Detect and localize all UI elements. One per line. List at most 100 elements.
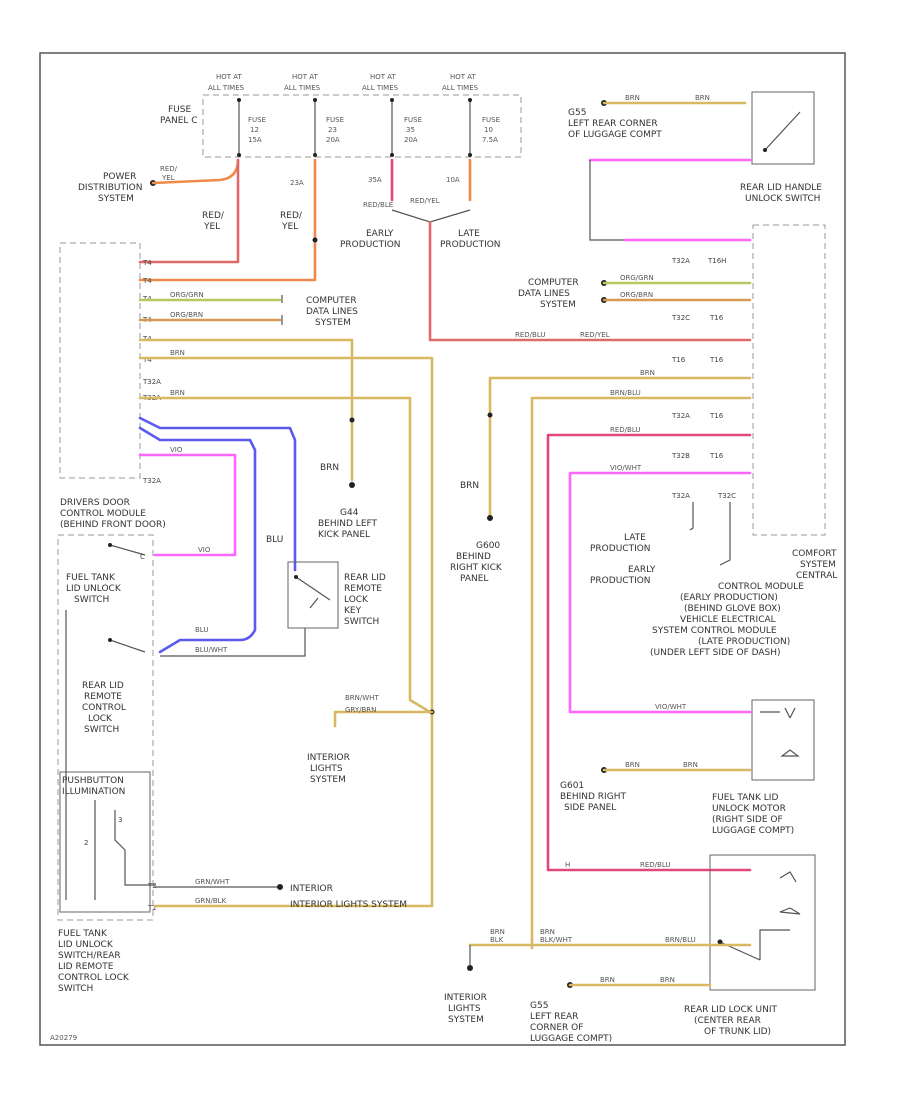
conn-t32c: T32C bbox=[671, 314, 690, 322]
svg-text:T32A: T32A bbox=[671, 492, 690, 500]
svg-text:BRN: BRN bbox=[320, 463, 339, 473]
svg-text:HOT AT: HOT AT bbox=[450, 73, 477, 81]
svg-text:23A: 23A bbox=[290, 179, 304, 187]
svg-text:T16: T16 bbox=[709, 452, 724, 460]
svg-text:RED/BLE: RED/BLE bbox=[363, 201, 393, 209]
svg-text:FUSE: FUSE bbox=[482, 116, 500, 124]
svg-text:BRN: BRN bbox=[540, 928, 555, 936]
comfort-module-box bbox=[752, 224, 826, 536]
svg-text:BLU: BLU bbox=[195, 626, 208, 634]
svg-text:12: 12 bbox=[250, 126, 259, 134]
svg-text:BRN: BRN bbox=[170, 389, 185, 397]
svg-text:15A: 15A bbox=[248, 136, 262, 144]
svg-text:HOT AT: HOT AT bbox=[216, 73, 243, 81]
rear-lid-handle-switch-box bbox=[751, 91, 815, 165]
conn-t32b: T32B bbox=[671, 452, 690, 460]
svg-text:HOT AT: HOT AT bbox=[370, 73, 397, 81]
svg-text:INTERIOR: INTERIOR bbox=[290, 884, 333, 894]
rear-lid-key-switch-box bbox=[287, 561, 339, 629]
svg-text:YEL: YEL bbox=[203, 222, 220, 232]
svg-text:7.5A: 7.5A bbox=[482, 136, 498, 144]
conn-t16h: T16H bbox=[707, 257, 726, 265]
svg-text:T16: T16 bbox=[709, 314, 724, 322]
svg-text:T2: T2 bbox=[147, 904, 157, 912]
svg-text:RED/BLU: RED/BLU bbox=[610, 426, 641, 434]
svg-text:BRN/BLU: BRN/BLU bbox=[610, 389, 641, 397]
svg-text:RED/YEL: RED/YEL bbox=[410, 197, 440, 205]
svg-text:VIO/WHT: VIO/WHT bbox=[655, 703, 687, 711]
svg-text:35A: 35A bbox=[368, 176, 382, 184]
svg-text:FUSE: FUSE bbox=[404, 116, 422, 124]
svg-text:BRN: BRN bbox=[683, 761, 698, 769]
svg-text:BRN: BRN bbox=[625, 761, 640, 769]
svg-text:BRN: BRN bbox=[170, 349, 185, 357]
svg-text:T4: T4 bbox=[142, 277, 152, 285]
svg-text:FUSE: FUSE bbox=[326, 116, 344, 124]
svg-text:BLK/WHT: BLK/WHT bbox=[540, 936, 573, 944]
svg-text:T16: T16 bbox=[671, 356, 686, 364]
svg-text:ORG/GRN: ORG/GRN bbox=[620, 274, 654, 282]
svg-text:GRN/WHT: GRN/WHT bbox=[195, 878, 230, 886]
svg-text:ORG/BRN: ORG/BRN bbox=[620, 291, 653, 299]
svg-text:BRN: BRN bbox=[695, 94, 710, 102]
svg-text:BRN: BRN bbox=[600, 976, 615, 984]
svg-text:20A: 20A bbox=[326, 136, 340, 144]
svg-text:2: 2 bbox=[84, 839, 88, 847]
diagram-frame bbox=[39, 52, 846, 1046]
svg-text:BRN: BRN bbox=[625, 94, 640, 102]
svg-text:10A: 10A bbox=[446, 176, 460, 184]
svg-text:35: 35 bbox=[406, 126, 415, 134]
svg-text:GRN/BLK: GRN/BLK bbox=[195, 897, 227, 905]
svg-text:ALL TIMES: ALL TIMES bbox=[362, 84, 399, 92]
comfort-module-label: COMFORT SYSTEM CENTRAL CONTROL MODULE (E… bbox=[650, 549, 840, 658]
svg-text:BRN/BLU: BRN/BLU bbox=[665, 936, 696, 944]
svg-text:ALL TIMES: ALL TIMES bbox=[284, 84, 321, 92]
svg-text:YEL: YEL bbox=[281, 222, 298, 232]
svg-text:RED/: RED/ bbox=[160, 165, 178, 173]
svg-text:YEL: YEL bbox=[161, 174, 175, 182]
svg-text:T2: T2 bbox=[147, 882, 157, 890]
svg-text:RED/: RED/ bbox=[202, 211, 225, 221]
svg-text:FUSE: FUSE bbox=[248, 116, 266, 124]
svg-text:T32A: T32A bbox=[671, 412, 690, 420]
svg-text:T4: T4 bbox=[142, 356, 152, 364]
svg-text:3: 3 bbox=[118, 816, 122, 824]
svg-text:ALL TIMES: ALL TIMES bbox=[442, 84, 479, 92]
svg-text:BLU: BLU bbox=[266, 535, 283, 545]
svg-text:BLK: BLK bbox=[490, 936, 504, 944]
svg-text:T32A: T32A bbox=[142, 378, 161, 386]
svg-text:VIO: VIO bbox=[170, 446, 183, 454]
svg-text:20A: 20A bbox=[404, 136, 418, 144]
svg-text:ORG/BRN: ORG/BRN bbox=[170, 311, 203, 319]
fuse-3: HOT AT ALL TIMES FUSE 35 20A bbox=[362, 73, 422, 157]
svg-text:BRN: BRN bbox=[660, 976, 675, 984]
svg-text:GRY/BRN: GRY/BRN bbox=[345, 706, 376, 714]
driver-door-pins: T4 T4 T4 T4 T4 T4 T32A T32A T32A bbox=[142, 259, 161, 485]
svg-text:H: H bbox=[565, 861, 570, 869]
svg-text:RED/BLU: RED/BLU bbox=[640, 861, 671, 869]
